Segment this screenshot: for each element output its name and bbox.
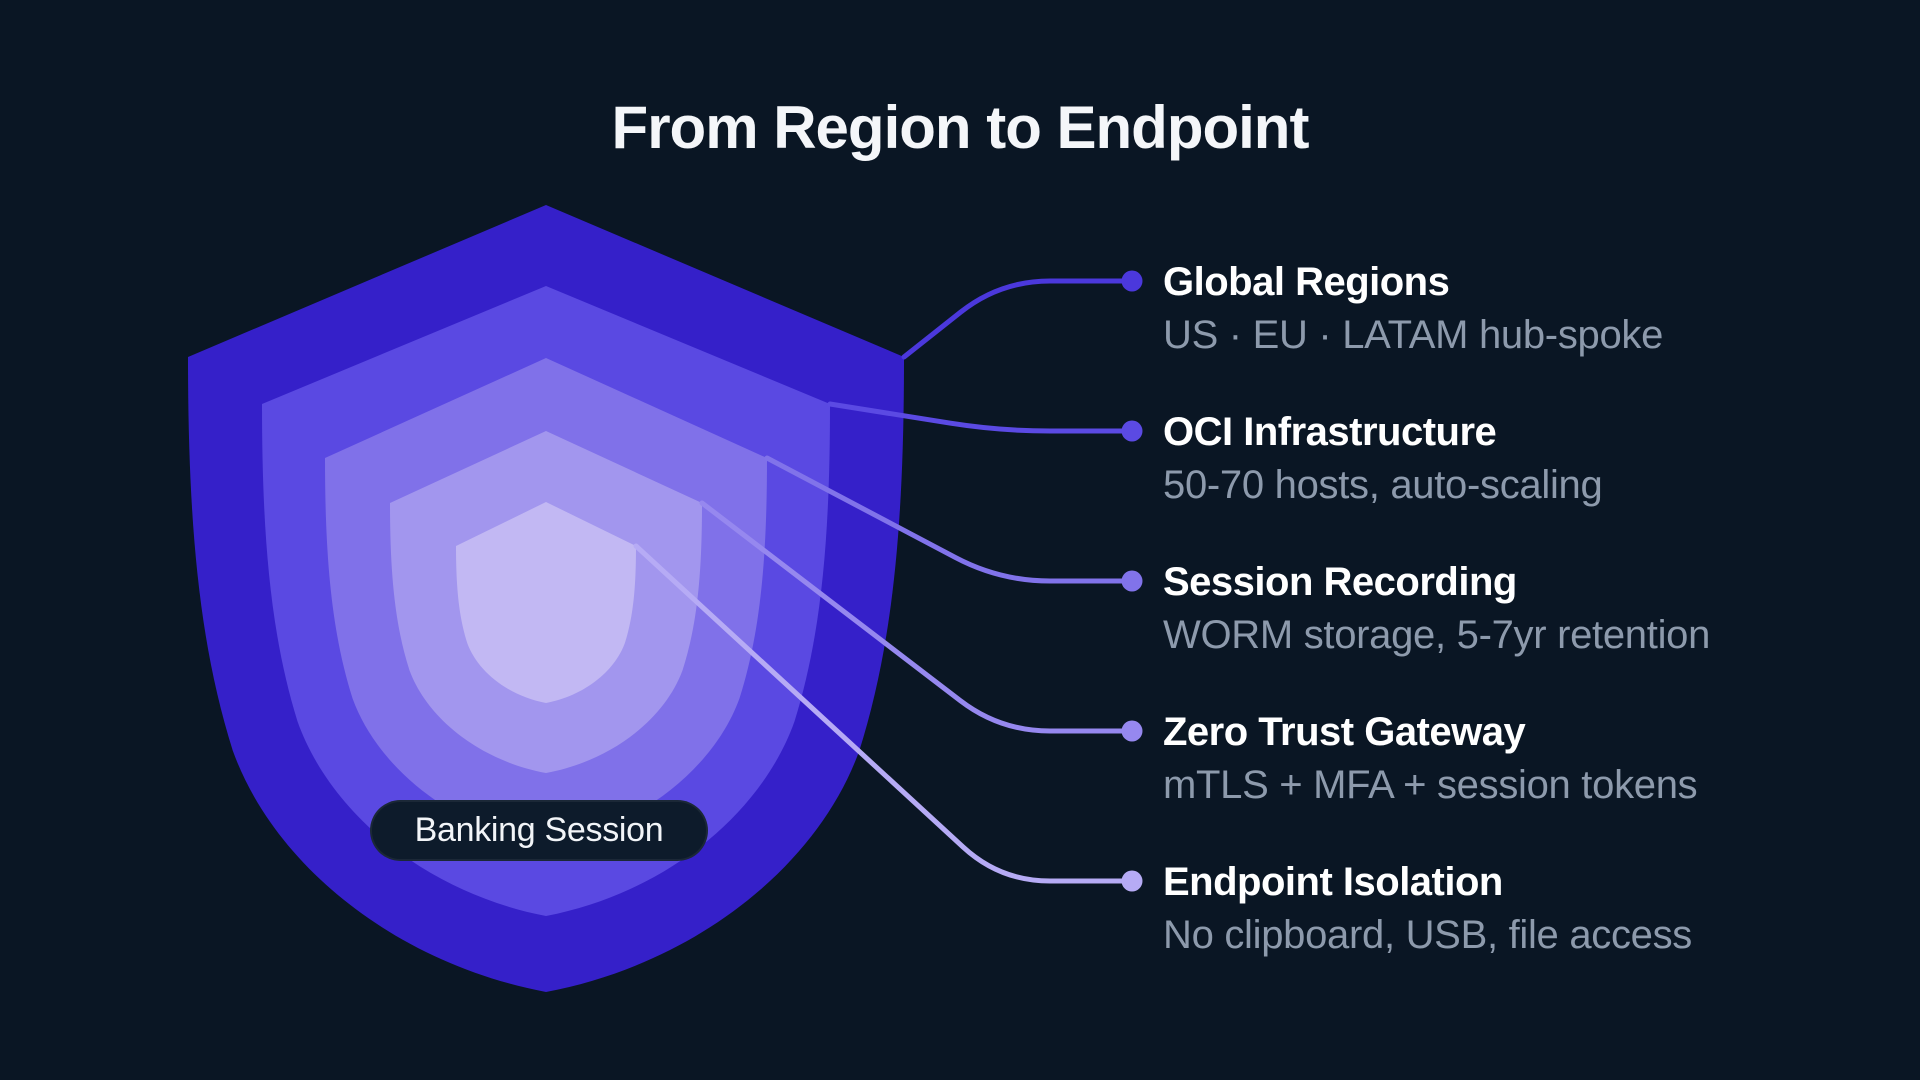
callout-connector-1	[901, 278, 1135, 360]
callout-subtitle: US · EU · LATAM hub-spoke	[1163, 313, 1664, 357]
callout-session-recording: Session Recording WORM storage, 5-7yr re…	[1163, 557, 1813, 661]
callout-dot-1	[1121, 270, 1143, 292]
callout-title: OCI Infrastructure	[1163, 410, 1497, 454]
callout-connector-4	[699, 500, 1135, 734]
shield-layer-5-inner	[456, 502, 636, 703]
callout-subtitle: 50-70 hosts, auto-scaling	[1163, 463, 1603, 507]
callout-title: Endpoint Isolation	[1163, 860, 1503, 904]
session-badge-label: Banking Session	[414, 811, 664, 849]
callout-title: Session Recording	[1163, 560, 1517, 604]
page-title: From Region to Endpoint	[611, 94, 1310, 161]
callout-global-regions: Global Regions US · EU · LATAM hub-spoke	[1163, 257, 1813, 361]
callout-dot-2	[1121, 420, 1143, 442]
callout-subtitle: WORM storage, 5-7yr retention	[1163, 613, 1711, 657]
callout-title: Zero Trust Gateway	[1163, 710, 1526, 754]
callout-dot-4	[1121, 720, 1143, 742]
callout-endpoint-isolation: Endpoint Isolation No clipboard, USB, fi…	[1163, 857, 1813, 961]
callout-dot-3	[1121, 570, 1143, 592]
session-badge: Banking Session	[370, 800, 708, 861]
callout-subtitle: No clipboard, USB, file access	[1163, 913, 1693, 957]
callout-subtitle: mTLS + MFA + session tokens	[1163, 763, 1698, 807]
callout-dot-5	[1121, 870, 1143, 892]
callout-connector-5	[633, 543, 1135, 884]
callout-title: Global Regions	[1163, 260, 1450, 304]
callout-oci-infrastructure: OCI Infrastructure 50-70 hosts, auto-sca…	[1163, 407, 1813, 511]
callout-connector-2	[827, 401, 1135, 434]
callout-zero-trust-gateway: Zero Trust Gateway mTLS + MFA + session …	[1163, 707, 1813, 811]
callout-connector-3	[764, 455, 1135, 584]
